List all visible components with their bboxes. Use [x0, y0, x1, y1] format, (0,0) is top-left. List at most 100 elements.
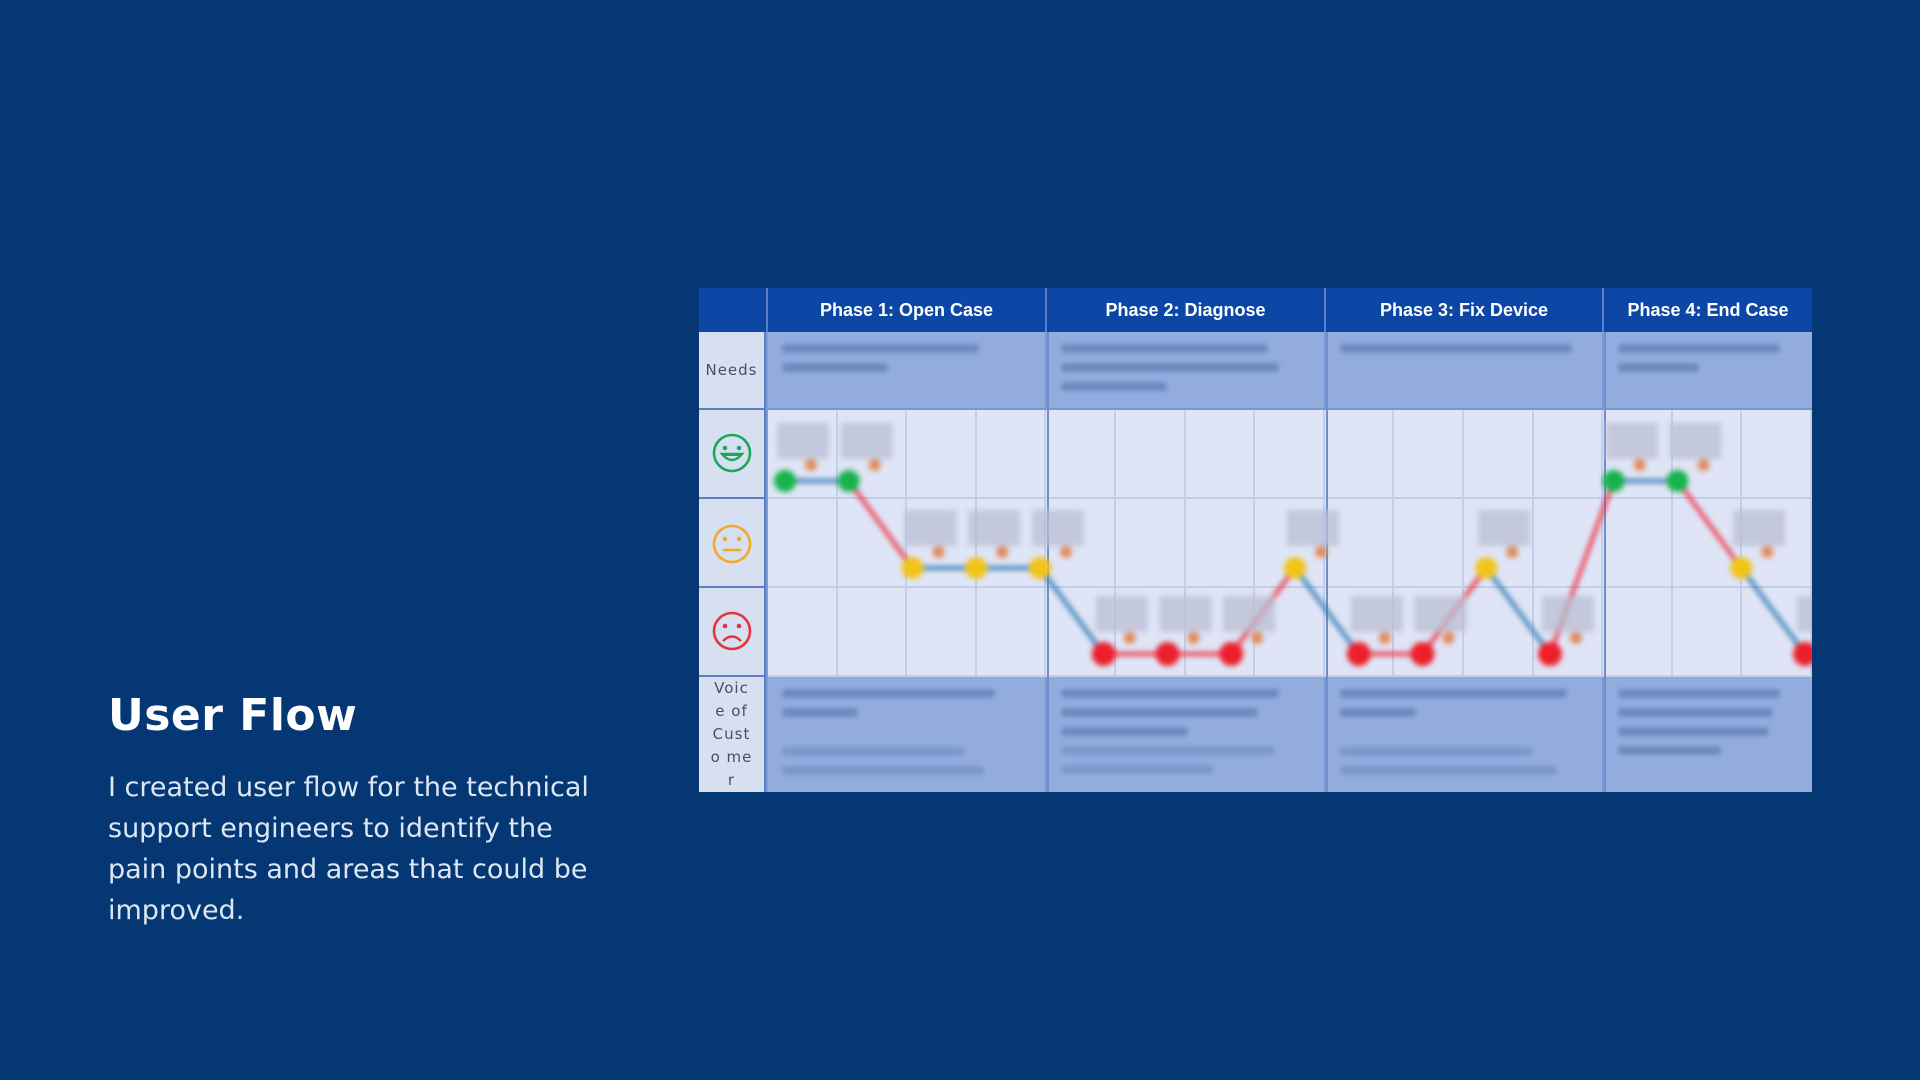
flow-point-sad: [1155, 642, 1180, 666]
flow-connector: [1293, 566, 1361, 656]
flow-tag: [1187, 632, 1200, 644]
flow-tag: [868, 459, 881, 471]
flow-note: [840, 423, 893, 459]
emotion-grid-cell: [1672, 499, 1743, 588]
flow-point-happy: [837, 470, 860, 492]
flow-tag: [1442, 632, 1455, 644]
flow-note: [1159, 596, 1212, 632]
emotion-grid-cell: [1533, 410, 1604, 499]
flow-point-neutral: [1284, 557, 1306, 579]
voice-phase-4: [1604, 677, 1812, 792]
flow-point-sad: [1410, 642, 1435, 666]
flow-note: [1032, 510, 1084, 546]
emotion-grid-cell: [1116, 410, 1186, 499]
flow-tag: [1633, 459, 1646, 471]
emotion-grid-cell: [1185, 410, 1256, 499]
flow-tag: [1060, 546, 1072, 558]
flow-point-neutral: [1475, 557, 1498, 579]
emotion-grid-cell: [1742, 410, 1812, 499]
phase-divider: [1326, 332, 1328, 792]
flow-note: [1542, 596, 1594, 632]
flow-tag: [1315, 546, 1327, 558]
voice-row-text: Voice of Custo mer: [710, 679, 753, 789]
emotion-grid-cell: [1603, 499, 1673, 588]
emotion-grid-cell: [1255, 410, 1325, 499]
flow-tag: [1761, 546, 1774, 558]
flow-connector: [1675, 479, 1743, 570]
phase-divider: [1604, 332, 1606, 792]
flow-layer: [774, 423, 1812, 666]
flow-note: [1605, 423, 1658, 459]
sad-row-label: [699, 588, 766, 677]
flow-note: [1797, 596, 1812, 632]
flow-note: [1669, 423, 1722, 459]
flow-note: [1287, 510, 1339, 546]
flow-tag: [1378, 632, 1391, 644]
emotion-grid-cell: [768, 499, 838, 588]
flow-connector: [1038, 566, 1106, 656]
flow-note: [968, 510, 1021, 546]
emotion-grid-cell: [1046, 410, 1116, 499]
emotion-grid-cell: [907, 588, 977, 677]
flow-point-sad: [1091, 642, 1116, 666]
emotion-grid-cell: [1394, 410, 1464, 499]
emotion-grid-cell: [1394, 499, 1464, 588]
flow-note: [1733, 510, 1786, 546]
needs-phase-2: [1047, 332, 1326, 410]
phase-2-header: Phase 2: Diagnose: [1047, 288, 1326, 332]
flow-note: [1223, 596, 1276, 632]
flow-tag: [1123, 632, 1136, 644]
flow-point-neutral: [1730, 557, 1753, 579]
needs-phase-3: [1326, 332, 1604, 410]
emotion-grid-cell: [1116, 499, 1186, 588]
emotion-grid-cell: [837, 588, 908, 677]
flow-point-neutral: [901, 557, 924, 579]
flow-point-sad: [1793, 642, 1812, 666]
emotion-grid-cell: [907, 410, 977, 499]
flow-point-sad: [1219, 642, 1244, 666]
needs-phase-1: [768, 332, 1047, 410]
flow-tag: [932, 546, 945, 558]
voice-phase-2: [1047, 677, 1326, 792]
emotion-grid-cell: [1324, 410, 1395, 499]
header-corner: [699, 288, 768, 332]
emotion-grid-cell: [976, 410, 1047, 499]
happy-icon: [712, 433, 752, 473]
neutral-icon: [712, 524, 752, 564]
flow-note: [1095, 596, 1148, 632]
flow-point-happy: [1666, 470, 1689, 492]
flow-point-happy: [774, 470, 796, 492]
needs-phase-4: [1604, 332, 1812, 410]
voice-phase-3: [1326, 677, 1604, 792]
flow-note: [777, 423, 829, 459]
sad-icon: [712, 611, 752, 651]
needs-row-label: Needs: [699, 332, 766, 410]
flow-note: [904, 510, 957, 546]
voice-row-label: Voice of Custo mer: [699, 677, 766, 792]
flow-note: [1478, 510, 1531, 546]
flow-tag: [1251, 632, 1264, 644]
phase-1-header: Phase 1: Open Case: [768, 288, 1047, 332]
flow-point-sad: [1346, 642, 1371, 666]
flow-point-neutral: [965, 557, 988, 579]
emotion-grid-cell: [768, 588, 838, 677]
intro-text-block: User Flow I created user flow for the te…: [108, 690, 608, 931]
phase-3-header: Phase 3: Fix Device: [1326, 288, 1604, 332]
neutral-row-label: [699, 499, 766, 588]
emotion-grid-cell: [1185, 499, 1256, 588]
flow-point-happy: [1602, 470, 1625, 492]
flow-tag: [1697, 459, 1710, 471]
emotion-flow-chart: [774, 423, 1812, 666]
flow-tag: [996, 546, 1009, 558]
emotion-grid-cell: [1672, 588, 1743, 677]
flow-note: [1414, 596, 1467, 632]
flow-tag: [1570, 632, 1582, 644]
page-description: I created user flow for the technical su…: [108, 772, 589, 926]
page-title: User Flow: [108, 690, 358, 741]
flow-connector: [1739, 566, 1807, 656]
emotion-grid-cell: [976, 588, 1047, 677]
flow-connector: [847, 479, 915, 570]
flow-note: [1350, 596, 1403, 632]
happy-row-label: [699, 410, 766, 499]
emotion-grid-cell: [1603, 588, 1673, 677]
